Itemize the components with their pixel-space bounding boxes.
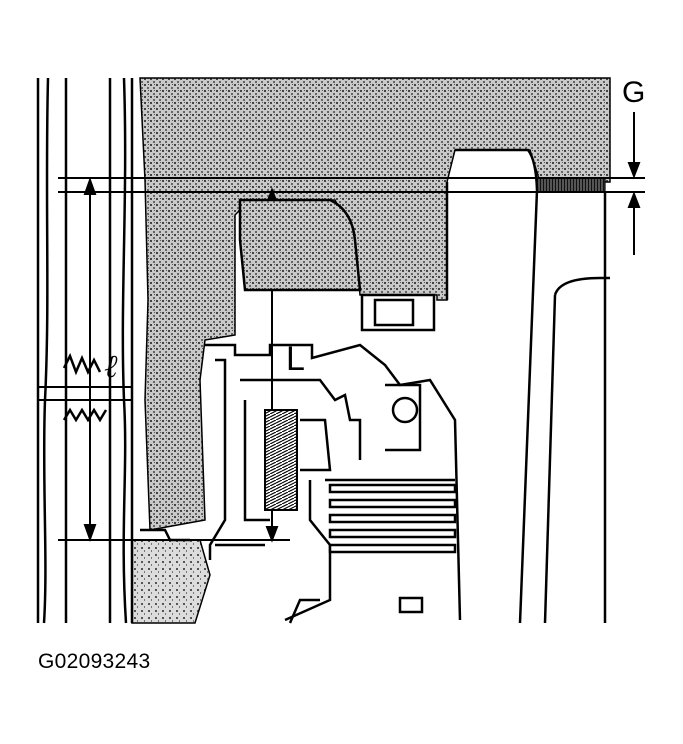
dimension-g-label: G <box>622 76 646 109</box>
figure-id: G02093243 <box>38 650 151 673</box>
piston-body <box>238 198 436 332</box>
housing-shading <box>131 77 611 624</box>
return-spring <box>264 409 298 511</box>
dimension-L-label: L <box>286 340 305 378</box>
snap-ring-marks <box>62 352 108 423</box>
shaft-outline <box>36 77 134 624</box>
dimension-l-label: ℓ <box>104 348 118 384</box>
dimension-l-arrow <box>83 177 97 542</box>
clutch-plates <box>328 483 457 554</box>
dimension-g-arrows <box>627 112 641 255</box>
lower-structure <box>140 528 424 624</box>
drum-outline <box>445 148 610 624</box>
piston-internals <box>205 343 462 622</box>
spacer-band <box>536 177 606 193</box>
